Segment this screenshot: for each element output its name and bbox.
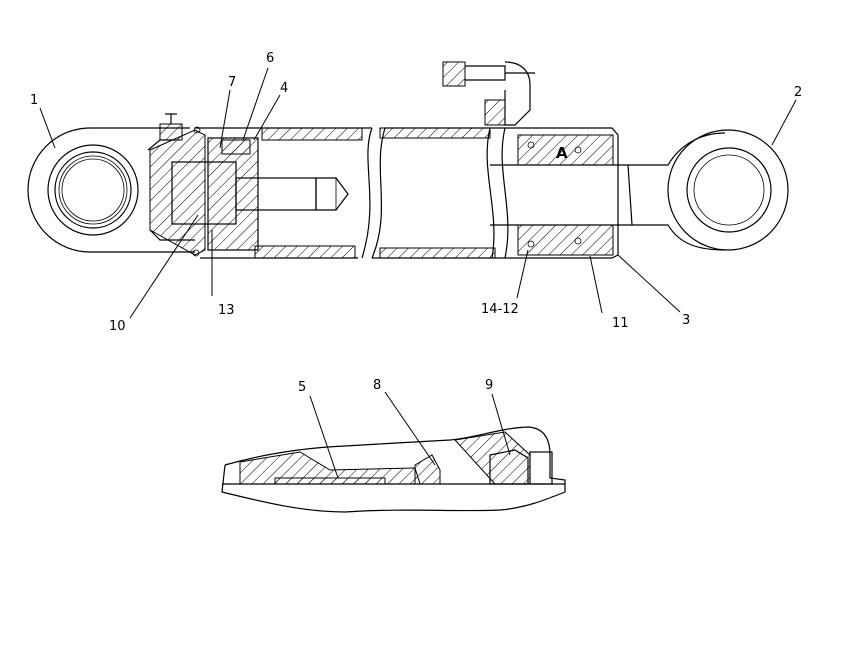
piston (207, 137, 259, 251)
callout-leaders (39, 67, 797, 479)
grease-fitting (159, 113, 183, 141)
rod-end-eye (630, 129, 789, 251)
callout-3: 3 (682, 313, 690, 328)
callout-11: 11 (612, 316, 629, 331)
detail-seal-view (221, 426, 566, 513)
main-cylinder-view: A (27, 61, 789, 259)
callout-1: 1 (30, 93, 38, 108)
callout-2: 2 (794, 85, 802, 100)
callout-14-12: 14-12 (481, 302, 519, 317)
callout-6: 6 (266, 51, 274, 66)
cylinder-tube (195, 127, 509, 259)
callout-4: 4 (280, 81, 288, 96)
rod-gland (505, 127, 619, 259)
callout-labels: 1 2 3 4 5 6 7 8 9 10 11 13 14-12 (30, 51, 802, 395)
hydraulic-line-fitting (442, 61, 535, 126)
cylinder-rod (490, 164, 633, 226)
callout-10: 10 (109, 319, 126, 334)
callout-9: 9 (485, 378, 493, 393)
piston-bolt (171, 161, 349, 225)
callout-8: 8 (373, 378, 381, 393)
callout-5: 5 (298, 380, 306, 395)
callout-13: 13 (218, 303, 235, 318)
o-ring-marks (192, 126, 201, 257)
section-mark-a: A (556, 144, 568, 162)
head-end-cap (149, 129, 206, 256)
callout-7: 7 (228, 75, 236, 90)
